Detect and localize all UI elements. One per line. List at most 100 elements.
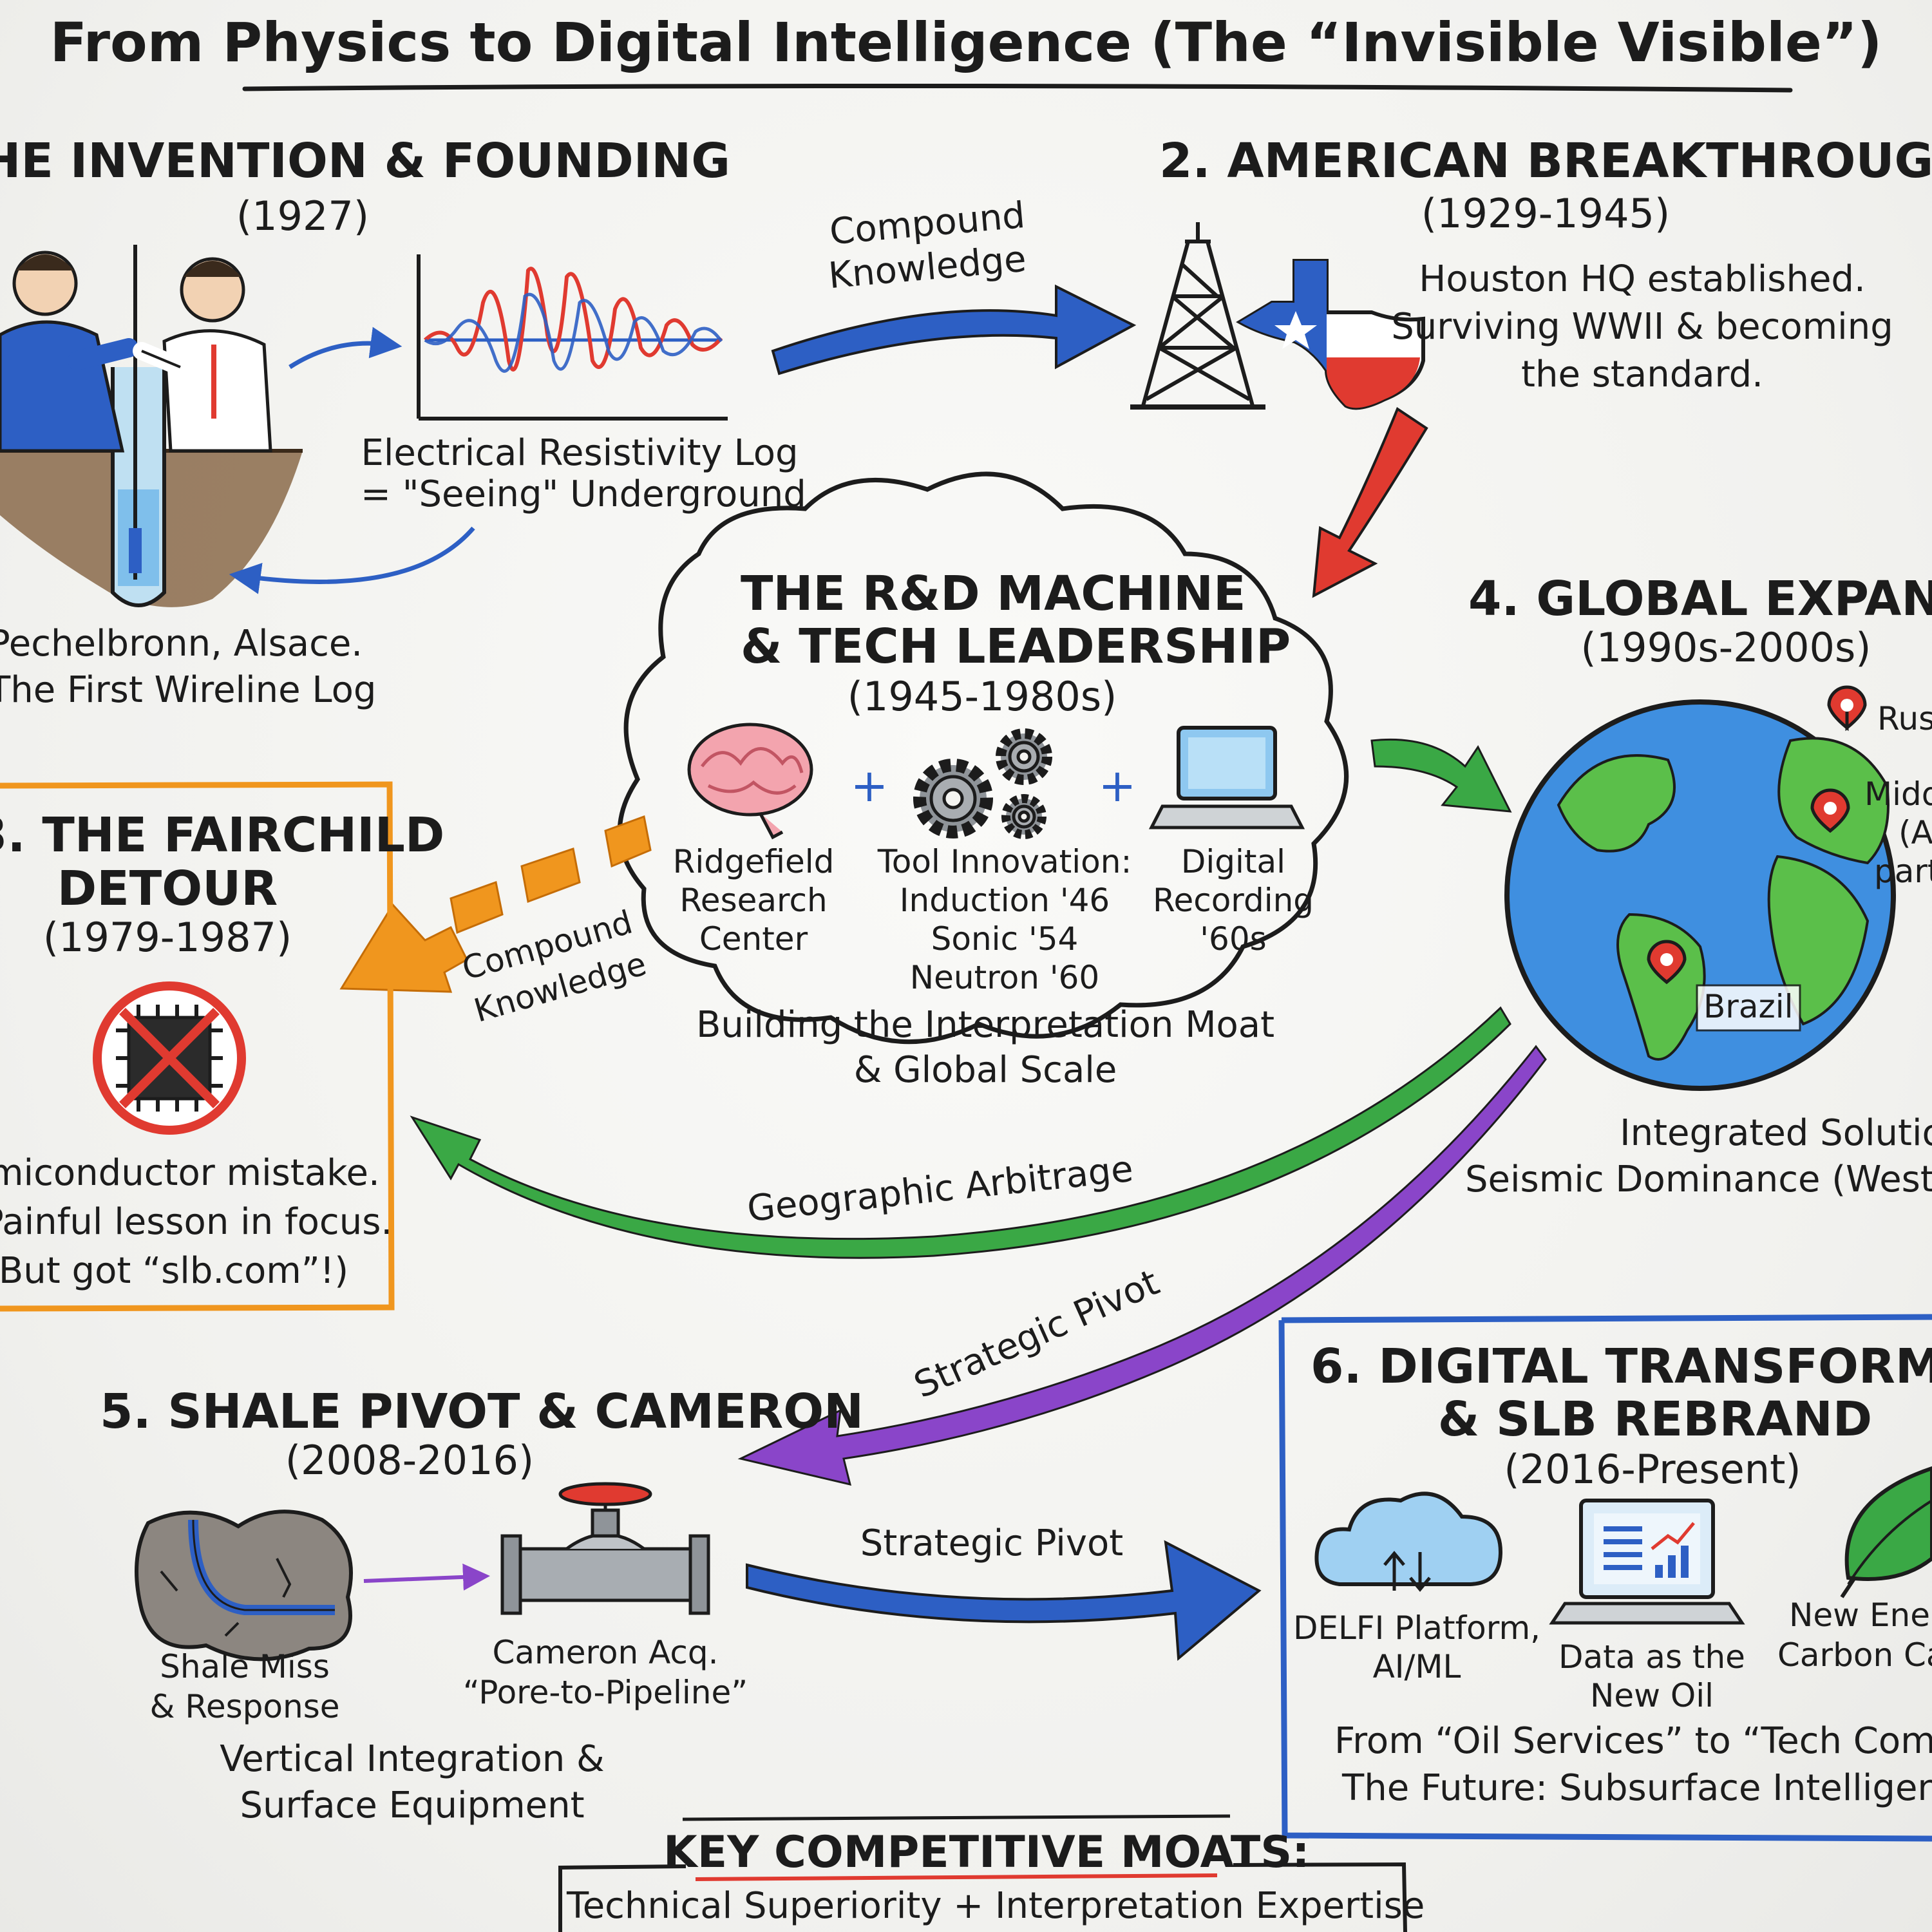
- strategic-pivot-label-blue: Strategic Pivot: [860, 1522, 1124, 1564]
- rnd-heading-2: & TECH LEADERSHIP: [741, 619, 1291, 674]
- tool-innovation-line-1: Tool Innovation:: [877, 843, 1132, 880]
- invention-years: (1927): [236, 193, 370, 240]
- moats-heading-underline: [695, 1873, 1218, 1881]
- title-underline: [242, 83, 1793, 93]
- ridgefield-line-2: Research: [679, 882, 828, 919]
- rnd-heading-1: THE R&D MACHINE: [741, 566, 1246, 621]
- pin-label-brazil: Brazil: [1703, 988, 1794, 1025]
- no-chip-icon: [93, 981, 246, 1135]
- brain-icon: [687, 723, 813, 840]
- shale-years: (2008-2016): [285, 1437, 535, 1484]
- page-title: From Physics to Digital Intelligence (Th…: [50, 11, 1882, 74]
- digital-recording-line-2: Recording: [1152, 882, 1314, 919]
- moats-heading: KEY COMPETITIVE MOATS:: [663, 1827, 1310, 1878]
- texas-map-icon: [1236, 259, 1425, 410]
- arrow-log-to-place: [229, 526, 475, 594]
- men-lowering-tool-icon: [0, 245, 303, 607]
- american-heading: 2. AMERICAN BREAKTHROUGH: [1159, 133, 1932, 189]
- cameron-line-1: Cameron Acq.: [492, 1634, 719, 1671]
- fairchild-line-2: Painful lesson in focus.: [0, 1201, 393, 1243]
- plus-sign-1: +: [850, 759, 889, 812]
- fairchild-line-3: (But got “slb.com”!): [0, 1250, 349, 1292]
- arrow-compound-knowledge-top: [771, 284, 1137, 375]
- pechelbronn-caption-2: The First Wireline Log: [0, 669, 377, 711]
- rnd-foot-1: Building the Interpretation Moat: [696, 1004, 1275, 1046]
- pin-label-mideast-3: part: [1874, 853, 1932, 890]
- tool-innovation-line-4: Neutron '60: [909, 959, 1100, 996]
- fairchild-heading-1: 3. THE FAIRCHILD: [0, 808, 445, 863]
- new-energy-line-2: Carbon Capture: [1777, 1636, 1932, 1674]
- shale-heading: 5. SHALE PIVOT & CAMERON: [100, 1384, 864, 1439]
- shale-foot-2: Surface Equipment: [240, 1785, 585, 1826]
- laptop-icon: [1148, 726, 1305, 829]
- cloud-icon: [1314, 1492, 1503, 1592]
- ridgefield-line-3: Center: [699, 920, 808, 958]
- arrow-geographic-arbitrage: [410, 1006, 1511, 1259]
- ridgefield-line-1: Ridgefield: [672, 843, 835, 880]
- digital-years: (2016-Present): [1504, 1446, 1801, 1493]
- global-years: (1990s-2000s): [1580, 624, 1871, 671]
- rnd-cloud-outline: [617, 471, 1349, 1045]
- brazil-label-box: [1696, 984, 1801, 1032]
- shale-miss-line-1: Shale Miss: [160, 1648, 330, 1685]
- arrow-rnd-to-fairchild: [339, 815, 652, 993]
- arrow-breakthrough-to-rnd: [1312, 406, 1428, 598]
- digital-recording-line-1: Digital: [1180, 843, 1286, 880]
- global-foot-1: Integrated Solutions &: [1620, 1112, 1932, 1154]
- global-heading: 4. GLOBAL EXPANSION: [1468, 571, 1932, 627]
- pin-label-mideast-1: Middle: [1864, 775, 1932, 813]
- fairchild-heading-2: DETOUR: [57, 861, 278, 916]
- arrow-shale-to-cameron: [363, 1563, 490, 1591]
- digital-foot-2: The Future: Subsurface Intelligence: [1342, 1767, 1932, 1809]
- american-line-3: the standard.: [1521, 354, 1763, 395]
- rnd-years: (1945-1980s): [847, 673, 1117, 720]
- invention-heading: THE INVENTION & FOUNDING: [0, 133, 730, 189]
- fairchild-box: [0, 781, 395, 1312]
- american-years: (1929-1945): [1421, 190, 1671, 237]
- oil-derrick-icon: [1130, 222, 1265, 410]
- map-pin-icon: [1827, 685, 1867, 732]
- resistivity-chart-icon: [417, 254, 728, 421]
- digital-box: [1278, 1314, 1932, 1842]
- arrow-rnd-to-globe: [1370, 738, 1512, 813]
- resistivity-caption-2: = "Seeing" Underground: [361, 473, 806, 515]
- arrow-strategic-pivot-purple: [737, 1045, 1547, 1486]
- digital-heading-1: 6. DIGITAL TRANSFORMATION: [1311, 1339, 1932, 1394]
- cameron-line-2: “Pore-to-Pipeline”: [462, 1674, 748, 1711]
- delfi-line-2: AI/ML: [1372, 1648, 1461, 1685]
- analytics-laptop-icon: [1549, 1499, 1745, 1625]
- map-pin-icon: [1647, 940, 1687, 985]
- delfi-line-1: DELFI Platform,: [1293, 1609, 1541, 1647]
- rnd-foot-2: & Global Scale: [853, 1049, 1117, 1091]
- shale-foot-1: Vertical Integration &: [220, 1738, 605, 1780]
- american-line-2: Surviving WWII & becoming: [1391, 306, 1893, 348]
- moats-box: [558, 1862, 1407, 1932]
- leaf-icon: [1840, 1466, 1932, 1598]
- arrow-men-to-log: [289, 327, 402, 369]
- plus-sign-2: +: [1098, 759, 1137, 812]
- global-foot-2: Seismic Dominance (Western: [1465, 1159, 1932, 1200]
- pin-label-russia: Russia: [1877, 700, 1932, 737]
- american-line-1: Houston HQ established.: [1419, 258, 1866, 300]
- fairchild-line-1: Semiconductor mistake.: [0, 1152, 380, 1194]
- resistivity-caption-1: Electrical Resistivity Log: [361, 432, 799, 474]
- digital-recording-line-3: '60s: [1200, 920, 1267, 958]
- moats-top-rule: [682, 1814, 1231, 1821]
- data-new-oil-line-1: Data as the: [1558, 1638, 1745, 1676]
- valve-icon: [500, 1482, 710, 1615]
- shale-miss-line-2: & Response: [149, 1688, 340, 1725]
- gears-icon: [913, 728, 1052, 839]
- new-energy-line-1: New Energy: [1789, 1596, 1932, 1634]
- pin-label-mideast-2: (A: [1899, 814, 1932, 851]
- digital-heading-2: & SLB REBRAND: [1437, 1392, 1873, 1447]
- arrow-strategic-pivot-blue: [746, 1540, 1262, 1662]
- fairchild-years: (1979-1987): [43, 914, 292, 961]
- tool-innovation-line-3: Sonic '54: [931, 920, 1079, 958]
- pechelbronn-caption-1: Pechelbronn, Alsace.: [0, 623, 363, 665]
- digital-foot-1: From “Oil Services” to “Tech Company”: [1334, 1720, 1932, 1762]
- tool-innovation-line-2: Induction '46: [899, 882, 1110, 919]
- shale-rock-icon: [135, 1510, 353, 1662]
- map-pin-icon: [1810, 788, 1850, 833]
